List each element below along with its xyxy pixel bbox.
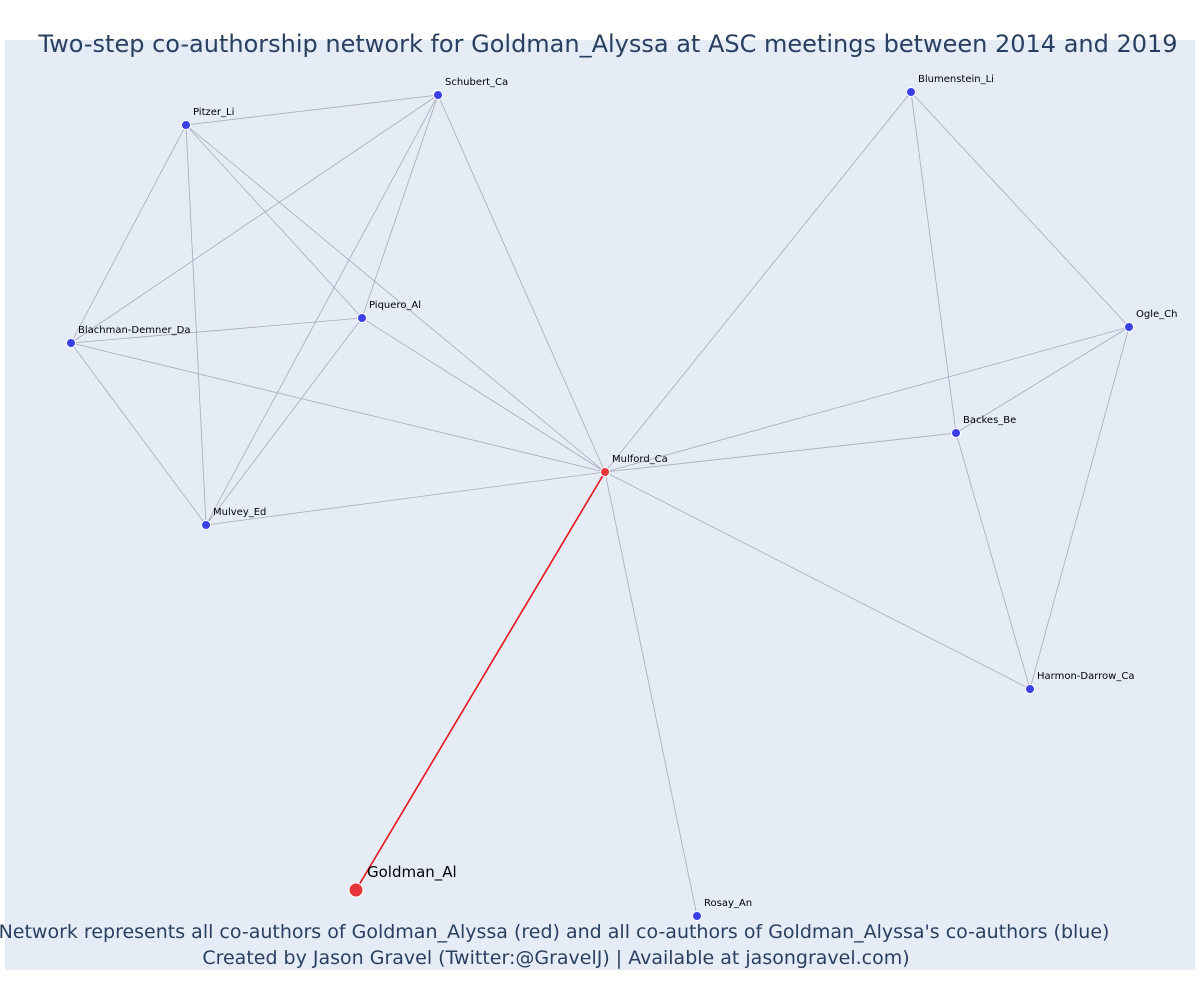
node-label-schubert: Schubert_Ca	[445, 77, 508, 88]
edge-mulford-rosay	[604, 471, 698, 917]
node-mulford[interactable]	[600, 467, 610, 477]
node-label-piquero: Piquero_Al	[369, 300, 421, 311]
node-schubert[interactable]	[433, 90, 443, 100]
node-piquero[interactable]	[357, 313, 367, 323]
label-layer: Goldman_Al Mulford_Ca Schubert_CaPitzer_Li…	[78, 74, 1177, 909]
node-ogle[interactable]	[1124, 322, 1134, 332]
node-label-mulvey: Mulvey_Ed	[213, 507, 266, 518]
edge-pitzer-mulvey	[185, 124, 207, 526]
edge-schubert-blachman	[70, 94, 439, 344]
node-label-goldman: Goldman_Al	[367, 863, 457, 882]
node-mulvey[interactable]	[201, 520, 211, 530]
edge-mulford-backes	[604, 432, 957, 473]
edge-mulford-harmon	[604, 471, 1031, 690]
edge-schubert-piquero	[361, 94, 439, 319]
edge-goldman-mulford	[355, 471, 606, 891]
edge-mulford-blumenstein	[604, 91, 912, 473]
edge-mulford-ogle	[604, 326, 1130, 473]
edge-layer	[70, 91, 1130, 917]
edge-pitzer-piquero	[185, 124, 363, 319]
edge-piquero-mulvey	[205, 317, 363, 526]
edge-ogle-harmon	[1029, 326, 1130, 690]
node-pitzer[interactable]	[181, 120, 191, 130]
node-layer	[66, 87, 1134, 921]
node-label-mulford: Mulford_Ca	[612, 454, 668, 465]
plot-background	[5, 40, 1195, 970]
edge-blumenstein-backes	[910, 91, 957, 434]
edge-mulford-schubert	[437, 94, 606, 473]
node-label-harmon: Harmon-Darrow_Ca	[1037, 671, 1134, 682]
figure-title: Two-step co-authorship network for Goldm…	[37, 30, 1177, 58]
edge-ogle-backes	[955, 326, 1130, 434]
edge-blumenstein-ogle	[910, 91, 1130, 328]
edge-piquero-blachman	[70, 317, 363, 344]
node-label-blachman: Blachman-Demner_Da	[78, 325, 190, 336]
node-goldman[interactable]	[348, 882, 364, 898]
node-rosay[interactable]	[692, 911, 702, 921]
node-backes[interactable]	[951, 428, 961, 438]
edge-backes-harmon	[955, 432, 1031, 690]
node-harmon[interactable]	[1025, 684, 1035, 694]
node-label-pitzer: Pitzer_Li	[193, 107, 234, 118]
node-blumenstein[interactable]	[906, 87, 916, 97]
edge-pitzer-schubert	[185, 94, 439, 126]
edge-pitzer-blachman	[70, 124, 187, 344]
caption-line-1: Network represents all co-authors of Gol…	[0, 921, 1109, 943]
node-blachman[interactable]	[66, 338, 76, 348]
caption-line-2: Created by Jason Gravel (Twitter:@Gravel…	[202, 947, 909, 969]
edge-mulford-mulvey	[205, 471, 606, 526]
node-label-ogle: Ogle_Ch	[1136, 309, 1177, 320]
edge-mulford-piquero	[361, 317, 606, 473]
edge-blachman-mulvey	[70, 342, 207, 526]
edge-schubert-mulvey	[205, 94, 439, 526]
edge-mulford-pitzer	[185, 124, 606, 473]
node-label-backes: Backes_Be	[963, 415, 1016, 426]
node-label-blumenstein: Blumenstein_Li	[918, 74, 994, 85]
edge-mulford-blachman	[70, 342, 606, 473]
node-label-rosay: Rosay_An	[704, 898, 752, 909]
